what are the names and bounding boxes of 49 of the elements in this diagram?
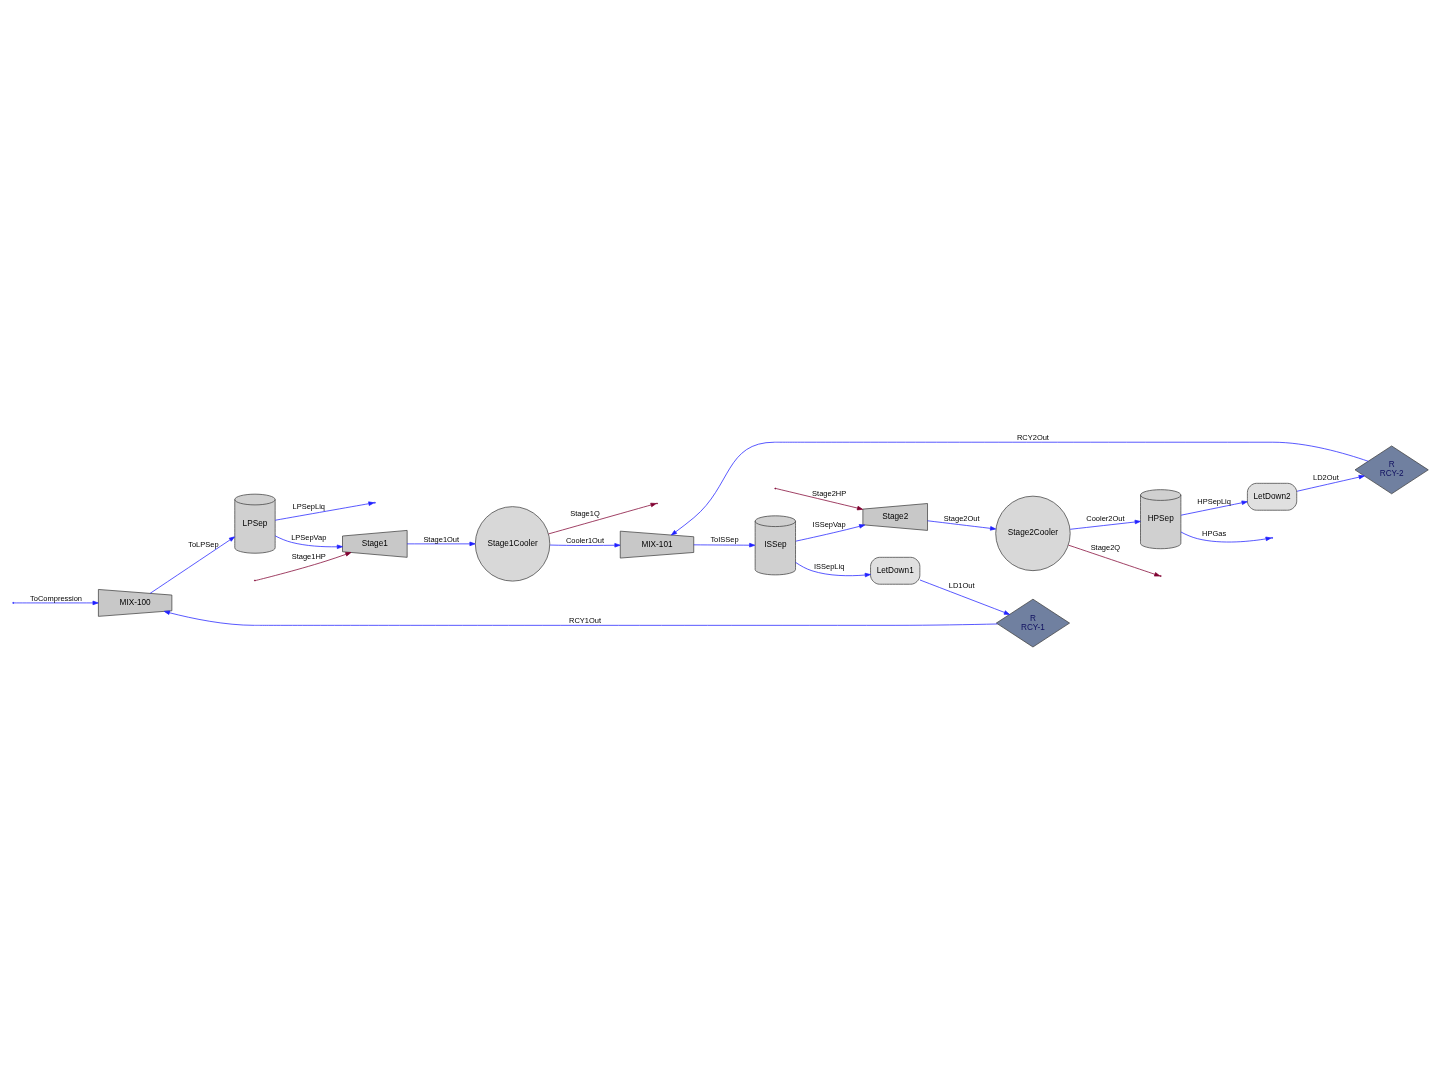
arrow (149, 536, 235, 594)
arrow (549, 543, 621, 548)
edge-label: HPSepLiq (1197, 496, 1231, 506)
node-box: LetDown2 (1247, 482, 1298, 511)
arrow (163, 610, 998, 626)
edge-label: Stage2Out (943, 513, 980, 523)
edge-label: Cooler1Out (565, 536, 605, 546)
arrow (1068, 544, 1161, 577)
edge-label: Stage2HP (812, 489, 847, 499)
edge-label: Stage2Q (1090, 542, 1121, 552)
node-diamond: R RCY-2 (1354, 445, 1429, 495)
arrow (1180, 500, 1248, 516)
edge-label: Cooler2Out (1086, 513, 1125, 523)
arrow (795, 524, 866, 542)
node-diamond: R RCY-1 (995, 598, 1070, 648)
arrow (255, 552, 352, 581)
edge-label: LD1Out (948, 580, 975, 590)
arrow (1069, 519, 1141, 530)
arrow (406, 541, 476, 547)
edge-label: RCY1Out (569, 616, 601, 626)
arrow (1180, 531, 1272, 543)
edge-label: LPSepLiq (292, 501, 325, 511)
edge-label: LPSepVap (291, 533, 327, 543)
arrow (693, 543, 756, 548)
arrow (274, 501, 375, 521)
node-box: Stage2 (862, 503, 928, 531)
edge-label: HPGas (1202, 529, 1227, 539)
arrow (775, 488, 864, 511)
arrow (671, 441, 1369, 536)
edge-label: ISSepVap (812, 520, 846, 530)
edge-label: RCY2Out (1016, 432, 1049, 442)
arrow (795, 562, 871, 578)
arrow (919, 579, 1010, 615)
arrow (274, 535, 343, 549)
edge-label: ToCompression (30, 593, 82, 603)
arrow (1296, 474, 1365, 492)
edge-label: Stage1Q (570, 509, 600, 519)
edge-label: Stage1HP (291, 551, 326, 561)
edge-label: ToISSep (710, 535, 739, 545)
edge-label: Stage1Out (423, 534, 460, 544)
arrow (13, 600, 99, 606)
arrow (548, 502, 657, 535)
arrow (927, 520, 997, 531)
edge-label: LD2Out (1313, 473, 1339, 483)
node-circle: Stage1Cooler (474, 506, 551, 582)
node-circle: Stage2Cooler (995, 495, 1071, 571)
node-box: LetDown1 (870, 556, 921, 585)
edge-label: ToLPSep (188, 539, 219, 549)
edge-label: ISSepLiq (813, 561, 845, 571)
